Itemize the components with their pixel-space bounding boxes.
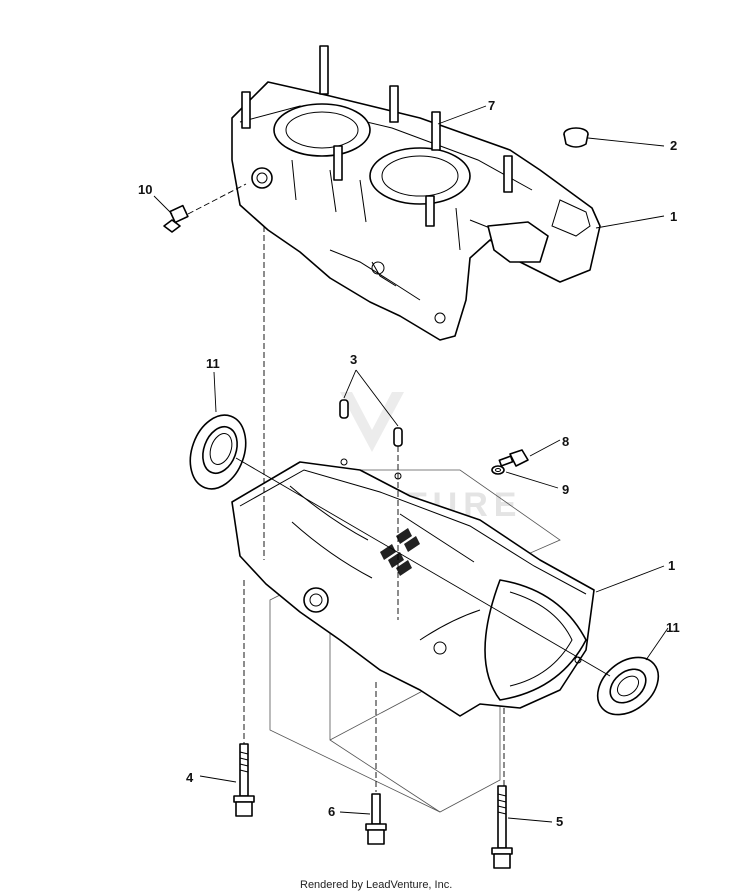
callout-10: 10 (138, 182, 152, 197)
footer-credit: Rendered by LeadVenture, Inc. (300, 879, 452, 891)
callout-4: 4 (186, 770, 194, 785)
callout-7: 7 (488, 98, 495, 113)
dowel-pins-part-3 (339, 369, 403, 447)
callout-5: 5 (556, 814, 563, 829)
crank-gear (380, 528, 420, 576)
callout-11-left: 11 (206, 356, 220, 371)
callout-2: 2 (670, 138, 677, 153)
callout-6: 6 (328, 804, 335, 819)
callout-11-right: 11 (666, 620, 680, 635)
washer-part-9 (491, 465, 505, 475)
upper-studs (241, 45, 513, 227)
fitting-part-10 (163, 183, 247, 233)
callout-1-lower: 1 (668, 558, 675, 573)
bolt-part-4 (233, 743, 255, 817)
callout-3: 3 (350, 352, 357, 367)
bolt-part-8 (498, 449, 529, 467)
crank-axis-line (235, 457, 611, 677)
oil-seal-right-part-11 (596, 656, 660, 716)
lower-crankcase (231, 458, 595, 813)
upper-crankcase (231, 81, 601, 341)
plug-cap-part-2 (563, 127, 589, 148)
callout-9: 9 (562, 482, 569, 497)
bolt-part-5 (491, 785, 513, 869)
oil-seal-left-part-11 (189, 414, 247, 490)
callout-8: 8 (562, 434, 569, 449)
callout-1-upper: 1 (670, 209, 677, 224)
bolt-part-6 (365, 793, 387, 845)
leader-lines (153, 105, 669, 823)
